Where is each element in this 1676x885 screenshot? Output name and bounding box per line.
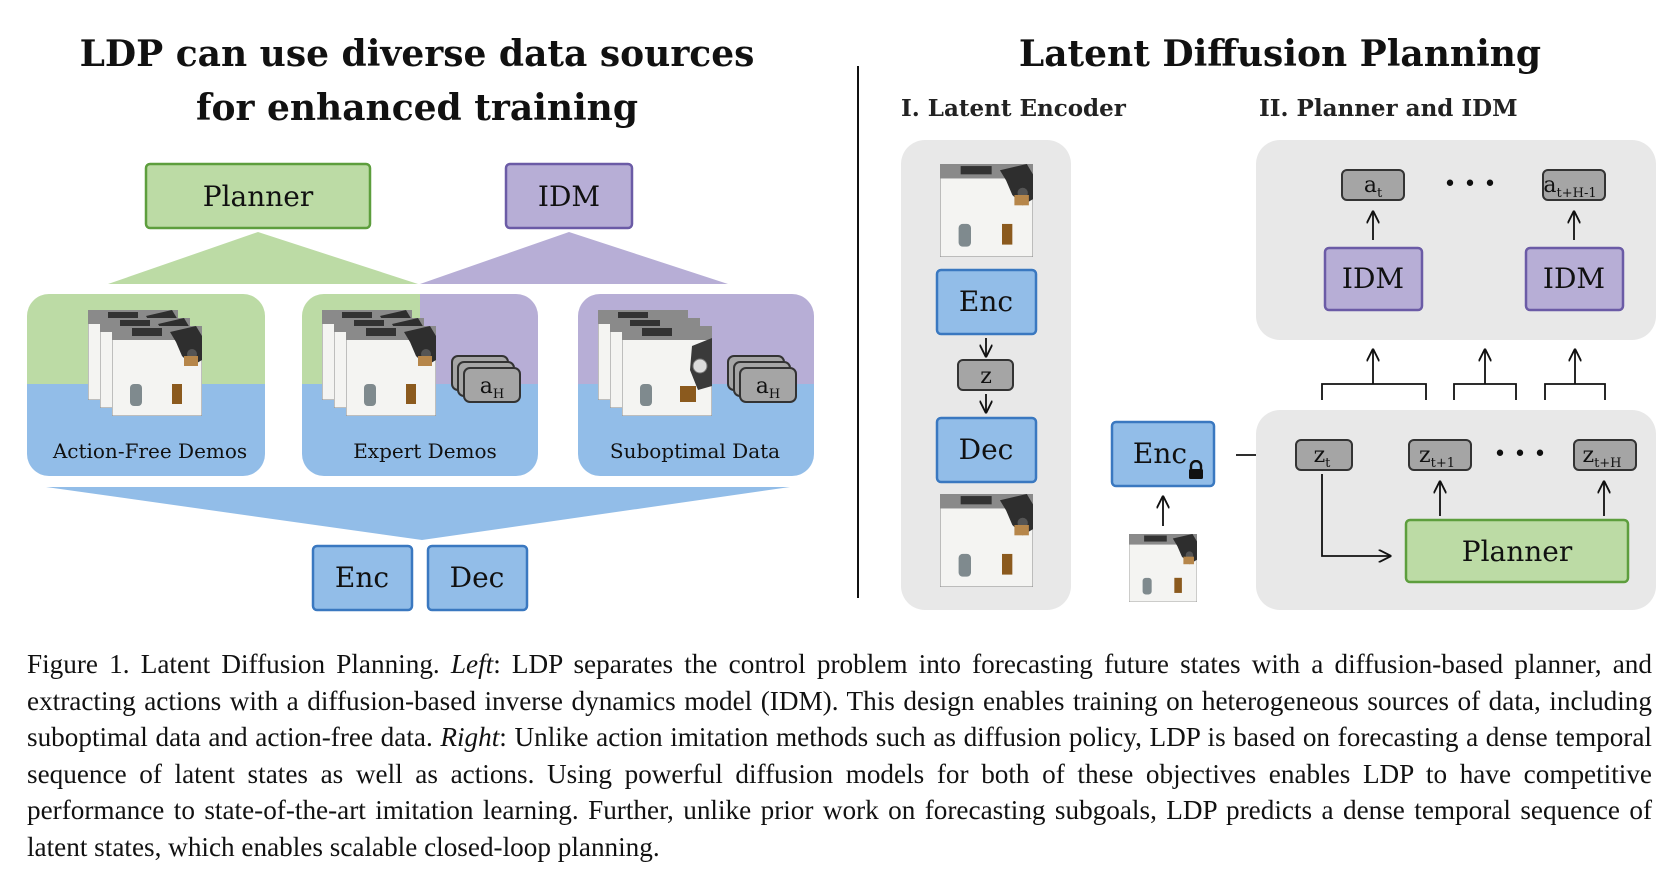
action-atH-chip: at+H-1 xyxy=(1542,169,1606,201)
expert-action-chip: aH xyxy=(480,374,504,402)
left-idm-box: IDM xyxy=(504,162,634,230)
idm-fan xyxy=(420,232,728,284)
panel-expert: aH Expert Demos xyxy=(302,294,538,476)
panel-expert-label: Expert Demos xyxy=(353,439,497,463)
left-planner-label: Planner xyxy=(203,180,314,213)
idm-box-2: IDM xyxy=(1524,246,1625,312)
idm-box-1-label: IDM xyxy=(1342,262,1404,295)
encoder-dec-box: Dec xyxy=(935,416,1038,484)
input-frame xyxy=(940,164,1033,257)
left-title-line1: LDP can use diverse data sources xyxy=(80,33,755,75)
latent-ellipsis: • • • xyxy=(1494,442,1547,467)
right-title: Latent Diffusion Planning xyxy=(1019,33,1541,75)
encdec-fan xyxy=(46,487,790,540)
encoder-dec-label: Dec xyxy=(959,433,1014,466)
action-ellipsis: • • • xyxy=(1444,172,1497,197)
planner-fan xyxy=(108,232,418,284)
caption-right-text: : Unlike action imitation methods such a… xyxy=(27,722,1652,862)
latent-pair-brackets xyxy=(1321,350,1606,400)
latent-ztH-chip: zt+H xyxy=(1573,439,1637,471)
caption-right-label: Right xyxy=(440,722,500,752)
suboptimal-action-chip: aH xyxy=(756,374,780,402)
left-idm-label: IDM xyxy=(538,180,600,213)
panel-suboptimal: aH Suboptimal Data xyxy=(578,294,814,476)
left-title-line2: for enhanced training xyxy=(196,87,638,129)
svg-text:zt+H: zt+H xyxy=(1582,443,1621,471)
encoder-enc-box: Enc xyxy=(935,268,1038,336)
svg-text:at: at xyxy=(1364,173,1383,201)
latent-z-label: z xyxy=(980,364,992,389)
panel-action-free: Action-Free Demos xyxy=(27,294,265,476)
left-enc-label: Enc xyxy=(335,561,389,594)
latent-z-chip: z xyxy=(957,359,1014,391)
panel-suboptimal-label: Suboptimal Data xyxy=(610,439,780,463)
frozen-enc-label: Enc xyxy=(1133,437,1187,470)
left-dec-label: Dec xyxy=(450,561,505,594)
figure-caption: Figure 1. Latent Diffusion Planning. Lef… xyxy=(27,646,1652,865)
caption-prefix: Figure 1. Latent Diffusion Planning. xyxy=(27,649,451,679)
figure-diagram: LDP can use diverse data sources for enh… xyxy=(27,33,1656,612)
latent-zt1-chip: zt+1 xyxy=(1408,439,1472,471)
idm-box-2-label: IDM xyxy=(1543,262,1605,295)
encoder-enc-label: Enc xyxy=(959,285,1013,318)
latent-zt-chip: zt xyxy=(1295,439,1353,471)
left-enc-box: Enc xyxy=(311,544,414,612)
left-dec-box: Dec xyxy=(426,544,529,612)
caption-left-label: Left xyxy=(450,649,494,679)
observation-frame xyxy=(1129,534,1197,602)
svg-text:at+H-1: at+H-1 xyxy=(1543,173,1596,201)
frozen-enc-box: Enc xyxy=(1110,420,1216,488)
planner-box: Planner xyxy=(1404,518,1630,584)
section-planner-idm: II. Planner and IDM xyxy=(1259,95,1518,122)
reconstructed-frame xyxy=(940,494,1033,587)
caption-left-text: : LDP separates the control problem into… xyxy=(27,649,1652,752)
idm-box-1: IDM xyxy=(1323,246,1424,312)
panel-action-free-label: Action-Free Demos xyxy=(52,439,247,463)
action-at-chip: at xyxy=(1341,169,1405,201)
left-planner-box: Planner xyxy=(144,162,372,230)
section-latent-encoder: I. Latent Encoder xyxy=(901,95,1127,122)
svg-text:zt: zt xyxy=(1314,443,1332,471)
planner-label: Planner xyxy=(1462,535,1573,568)
svg-text:zt+1: zt+1 xyxy=(1419,443,1455,471)
